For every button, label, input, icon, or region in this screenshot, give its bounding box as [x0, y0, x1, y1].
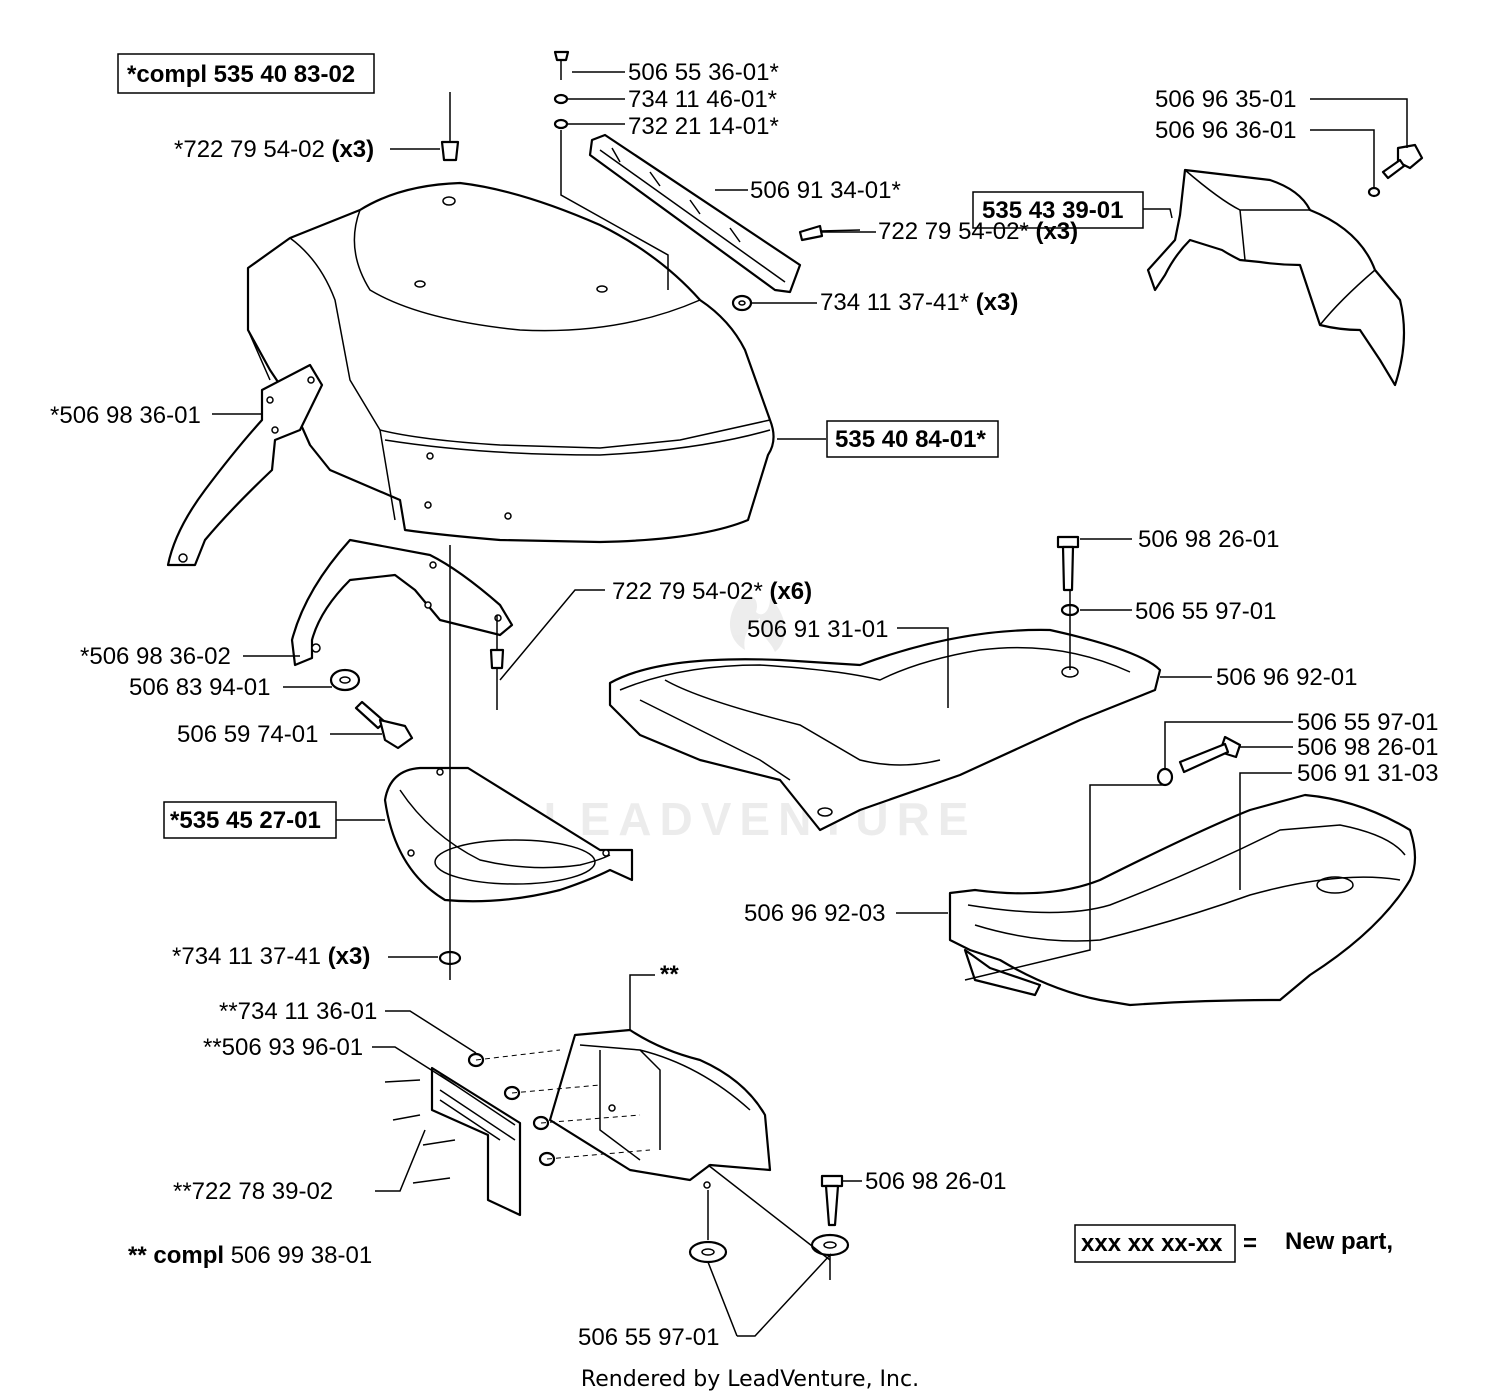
- legend-part-number-pattern: xxx xx xx-xx: [1081, 1230, 1223, 1257]
- screw-506-98-26-01-c: [820, 1174, 844, 1227]
- label-732-21-14-01: 732 21 14-01*: [628, 113, 779, 140]
- label-506-91-31-01: 506 91 31-01: [747, 616, 888, 643]
- hood-535-40-84-01: [246, 181, 775, 544]
- label-734-11-37-41-bottom: *734 11 37-41 (x3): [172, 943, 370, 970]
- rivet-722-79-54-02-top: [440, 92, 460, 162]
- label-506-98-36-02: *506 98 36-02: [80, 643, 231, 670]
- label-506-98-26-01-a: 506 98 26-01: [1138, 526, 1279, 553]
- bracket-506-98-36-01: [166, 363, 324, 567]
- screw-506-98-26-01-b: [1178, 735, 1242, 774]
- label-535-40-84-01: 535 40 84-01*: [835, 426, 986, 453]
- label-722-79-54-02-x6: 722 79 54-02* (x6): [612, 578, 812, 605]
- screw-506-98-26-01-a: [1056, 535, 1080, 592]
- washer-734-11-46-01: [553, 93, 569, 105]
- label-506-98-36-01: *506 98 36-01: [50, 402, 201, 429]
- rivets-722-78-39-02: [384, 1079, 456, 1184]
- washer-506-55-97-01-b: [1156, 767, 1174, 787]
- cover-506-99-38-01: [548, 1028, 772, 1189]
- label-734-11-46-01: 734 11 46-01*: [628, 86, 777, 113]
- label-722-79-54-02-grille: 722 79 54-02* (x3): [878, 218, 1078, 245]
- label-506-96-36-01: 506 96 36-01: [1155, 117, 1296, 144]
- screw-506-55-36-01: [553, 50, 570, 80]
- watermark: LEADVENTURE: [543, 595, 976, 845]
- label-535-45-27-01: *535 45 27-01: [170, 807, 321, 834]
- grille-axis-line: [560, 130, 669, 290]
- label-535-43-39-01: 535 43 39-01: [982, 197, 1123, 224]
- bracket-506-98-36-02: [290, 538, 514, 667]
- legend-new-part: New part,: [1285, 1228, 1393, 1255]
- washer-506-83-94-01: [329, 668, 361, 692]
- legend-equals: =: [1243, 1230, 1257, 1257]
- screw-506-59-74-01: [354, 700, 414, 750]
- grille-506-93-96-01: [430, 1066, 522, 1217]
- label-box-535-45-27-01: [163, 801, 337, 839]
- compl-535-40-83-02-box: [117, 53, 375, 94]
- cover-535-43-39-01: [1146, 168, 1406, 387]
- label-506-98-26-01-c: 506 98 26-01: [865, 1168, 1006, 1195]
- leader-lines: [212, 71, 1408, 1337]
- seat-pan-506-91-31-01: [608, 628, 1162, 832]
- grille-506-91-34-01: [588, 133, 802, 294]
- nut-732-21-14-01: [553, 118, 569, 130]
- label-506-55-36-01: 506 55 36-01*: [628, 59, 779, 86]
- rivet-722-79-54-02-x6: [489, 615, 505, 710]
- washer-734-11-37-41-top: [731, 294, 753, 312]
- label-506-55-97-01-a: 506 55 97-01: [1135, 598, 1276, 625]
- screw-506-96-35-01: [1381, 143, 1424, 180]
- label-506-59-74-01: 506 59 74-01: [177, 721, 318, 748]
- label-506-96-92-03: 506 96 92-03: [744, 900, 885, 927]
- label-506-55-97-01-b: 506 55 97-01: [1297, 709, 1438, 736]
- nut-506-96-36-01: [1367, 186, 1381, 198]
- rivet-722-79-54-02-grille: [798, 224, 861, 242]
- label-506-55-97-01-c: 506 55 97-01: [578, 1324, 719, 1351]
- footer-rendered-by: Rendered by LeadVenture, Inc.: [581, 1367, 919, 1392]
- label-506-91-34-01: 506 91 34-01*: [750, 177, 901, 204]
- label-compl-506-99-38-01: ** compl 506 99 38-01: [128, 1242, 372, 1269]
- label-compl-535-40-83-02: *compl 535 40 83-02: [127, 61, 355, 88]
- washer-506-55-97-01-c: [688, 1233, 850, 1264]
- label-506-98-26-01-b: 506 98 26-01: [1297, 734, 1438, 761]
- watermark-text: LEADVENTURE: [543, 793, 976, 845]
- label-506-83-94-01: 506 83 94-01: [129, 674, 270, 701]
- label-722-78-39-02: **722 78 39-02: [173, 1178, 333, 1205]
- label-box-535-40-84-01: [826, 420, 999, 458]
- label-box-535-43-39-01: [972, 191, 1144, 229]
- bowl-535-45-27-01: [383, 766, 634, 903]
- label-722-79-54-02-top: *722 79 54-02 (x3): [174, 136, 374, 163]
- label-734-11-36-01: **734 11 36-01: [219, 998, 377, 1025]
- label-506-96-92-01: 506 96 92-01: [1216, 664, 1357, 691]
- label-506-96-35-01: 506 96 35-01: [1155, 86, 1296, 113]
- label-506-93-96-01: **506 93 96-01: [203, 1034, 363, 1061]
- legend-box: [1074, 1224, 1236, 1263]
- label-506-91-31-03: 506 91 31-03: [1297, 760, 1438, 787]
- label-double-star: **: [660, 961, 679, 988]
- seat-pan-506-91-31-03: [948, 793, 1417, 1007]
- label-734-11-37-41-top: 734 11 37-41* (x3): [820, 289, 1018, 316]
